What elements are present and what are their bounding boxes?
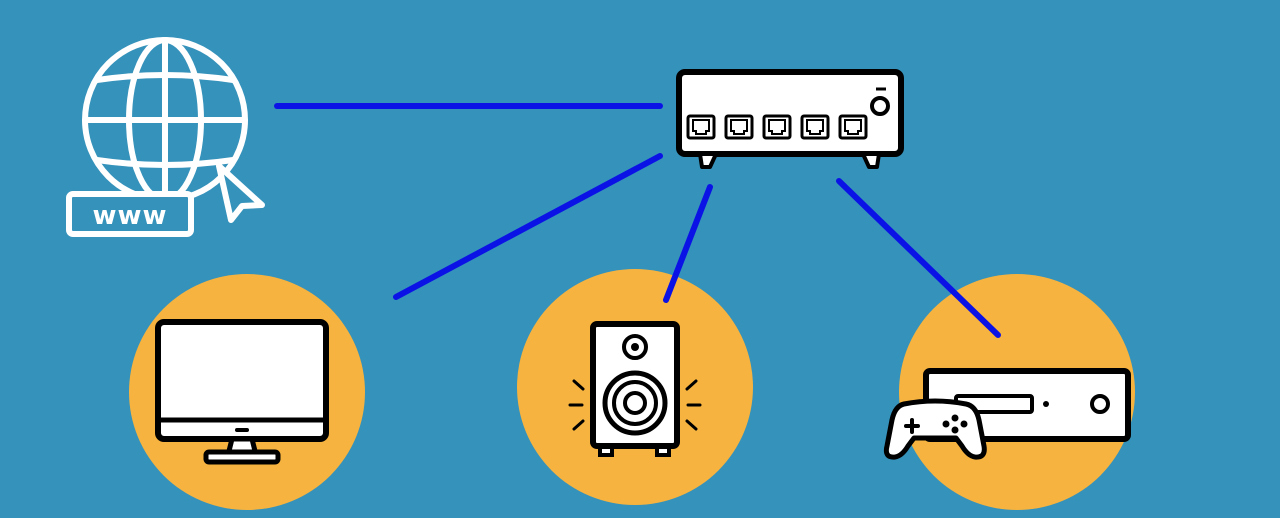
ethernet-ports (686, 114, 868, 140)
monitor-icon (155, 319, 329, 465)
ethernet-port-icon (762, 114, 792, 140)
connection-switch-monitor (393, 153, 663, 300)
ethernet-port-icon (686, 114, 716, 140)
gamepad-icon (883, 398, 987, 460)
ethernet-port-icon (800, 114, 830, 140)
globe-www-cursor-icon (66, 37, 265, 237)
ethernet-port-icon (838, 114, 868, 140)
ethernet-port-icon (724, 114, 754, 140)
connection-switch-console (836, 178, 1001, 338)
sound-waves (568, 379, 702, 431)
speaker-icon (568, 321, 702, 457)
www-label: www (92, 201, 167, 231)
ethernet-switch-icon (676, 69, 904, 169)
connection-switch-speaker (663, 184, 713, 303)
connections (274, 103, 1001, 338)
power-button-icon (870, 96, 890, 116)
game-console-icon (883, 368, 1131, 460)
